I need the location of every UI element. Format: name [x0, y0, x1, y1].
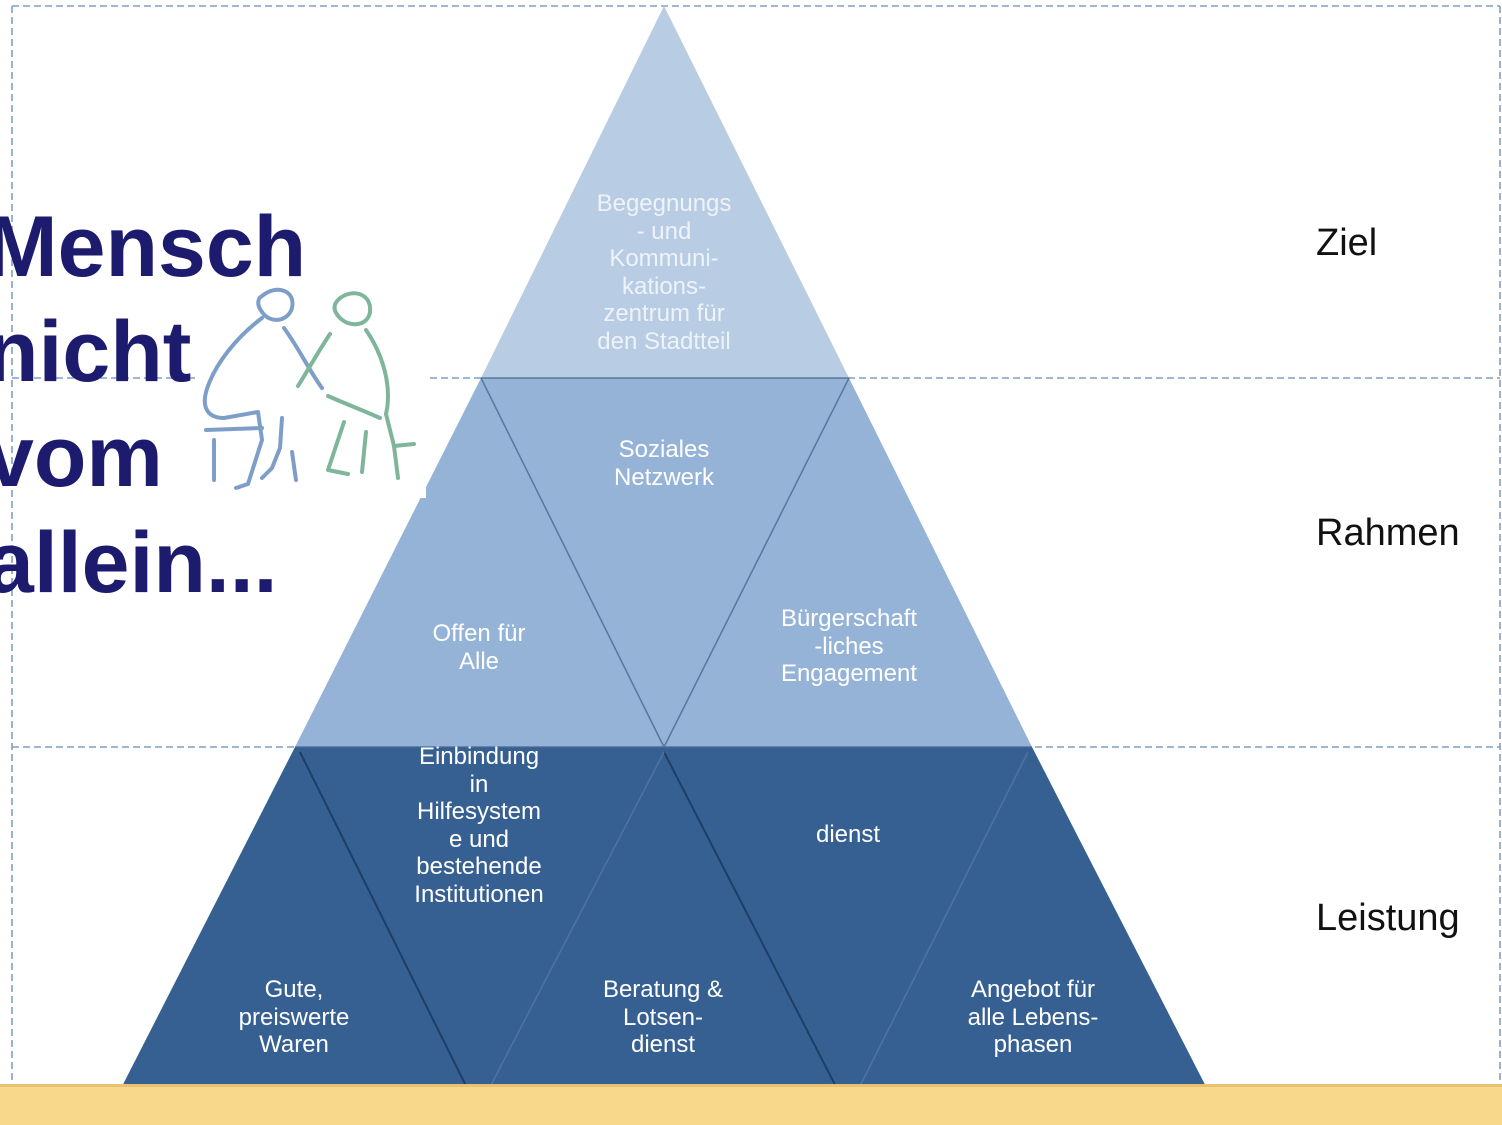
pyramid-bottom-left-label: Gute, preiswerte Waren	[238, 976, 350, 1059]
footer-band-border	[0, 1084, 1502, 1087]
pyramid-middle-right-label: Bürgerschaft -liches Engagement	[780, 605, 918, 688]
pyramid-bottom-right-label: Angebot für alle Lebens- phasen	[967, 976, 1099, 1059]
level-label-rahmen: Rahmen	[1316, 512, 1460, 554]
pyramid-bottom-soft-lines	[477, 751, 1029, 1111]
title-line-2: nicht	[0, 304, 192, 400]
title-line-3: vom	[0, 409, 163, 505]
level-label-ziel: Ziel	[1316, 222, 1378, 264]
pyramid-top-label: Begegnungs - und Kommuni- kations- zentr…	[596, 190, 732, 355]
pyramid-middle-center-segment	[481, 378, 849, 747]
pyramid-middle-center-label: Soziales Netzwerk	[613, 436, 715, 491]
pyramid-divider-lines	[295, 377, 1032, 748]
pyramid-bottom-band	[110, 747, 1218, 1110]
title-line-4: allein...	[0, 515, 278, 611]
pyramid-bottom-divider-lines	[299, 751, 849, 1111]
footer-band	[0, 1084, 1502, 1125]
pyramid-bottom-upper-right-label: dienst	[815, 821, 881, 848]
pyramid-bottom-upper-left-label: Einbindung in Hilfesystem e und bestehen…	[414, 743, 544, 908]
pyramid-middle-left-label: Offen für Alle	[432, 620, 526, 675]
pyramid-top-segment	[481, 6, 849, 378]
two-people-sitting-icon	[196, 276, 426, 498]
pyramid-bottom-center-label: Beratung & Lotsen- dienst	[602, 976, 724, 1059]
title-line-1: Mensch	[0, 199, 307, 295]
pyramid-middle-left-segment	[295, 378, 664, 747]
level-label-leistung: Leistung	[1316, 897, 1460, 939]
pyramid-middle-right-segment	[664, 378, 1032, 747]
